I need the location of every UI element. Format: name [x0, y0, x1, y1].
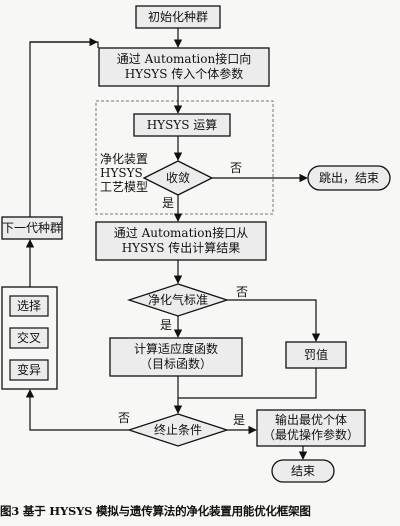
connectors — [25, 28, 321, 460]
pass-in-box — [98, 47, 270, 87]
fitness-box — [109, 337, 243, 377]
converge-no-label: 否 — [230, 161, 243, 175]
hysys-calc-box — [133, 113, 231, 137]
output-box — [256, 409, 366, 447]
select-box — [9, 295, 49, 317]
gas-no-label: 否 — [236, 285, 249, 299]
edge-gas-penalty — [227, 299, 321, 342]
pass-in-label: 通过 Automation接口向 HYSYS 传入个体参数 — [116, 52, 252, 81]
crossover-box — [9, 327, 49, 349]
mutation-label: 变异 — [16, 362, 41, 377]
terminate-label: 终止条件 — [153, 422, 202, 437]
converge-yes-label: 是 — [162, 196, 175, 210]
term-no-label: 否 — [118, 411, 131, 425]
model-region-label: 净化装置 HYSYS 工艺模型 — [100, 152, 149, 194]
init-label: 初始化种群 — [147, 9, 208, 24]
select-label: 选择 — [16, 298, 41, 313]
converge-label: 收敛 — [165, 170, 190, 185]
edge-terminate-ops — [25, 389, 129, 431]
pass-out-label: 通过 Automation接口从 HYSYS 传出计算结果 — [113, 226, 249, 255]
term-yes-label: 是 — [233, 413, 246, 427]
terminate-diamond — [126, 413, 230, 447]
next-gen-label: 下一代种群 — [2, 220, 63, 235]
penalty-label: 罚值 — [303, 347, 328, 362]
end-box — [271, 459, 335, 483]
fitness-label: 计算适应度函数 （目标函数） — [133, 342, 218, 371]
next-gen-box — [1, 216, 63, 240]
hysys-calc-label: HYSYS 运算 — [146, 117, 218, 132]
exit-box — [307, 165, 391, 191]
figure-caption: 图3 基于 HYSYS 模拟与遗传算法的净化装置用能优化框架图 — [0, 504, 311, 518]
end-label: 结束 — [290, 463, 315, 478]
exit-label: 跳出，结束 — [318, 170, 379, 185]
mutation-box — [9, 359, 49, 381]
crossover-label: 交叉 — [16, 330, 41, 345]
edge-penalty-merge — [178, 368, 317, 399]
gas-yes-label: 是 — [160, 318, 173, 332]
pass-out-box — [95, 221, 267, 261]
edge-nextgen-passin — [29, 41, 99, 217]
output-label: 输出最优个体 （最优操作参数） — [262, 413, 359, 442]
gas-standard-label: 净化气标准 — [147, 292, 208, 307]
